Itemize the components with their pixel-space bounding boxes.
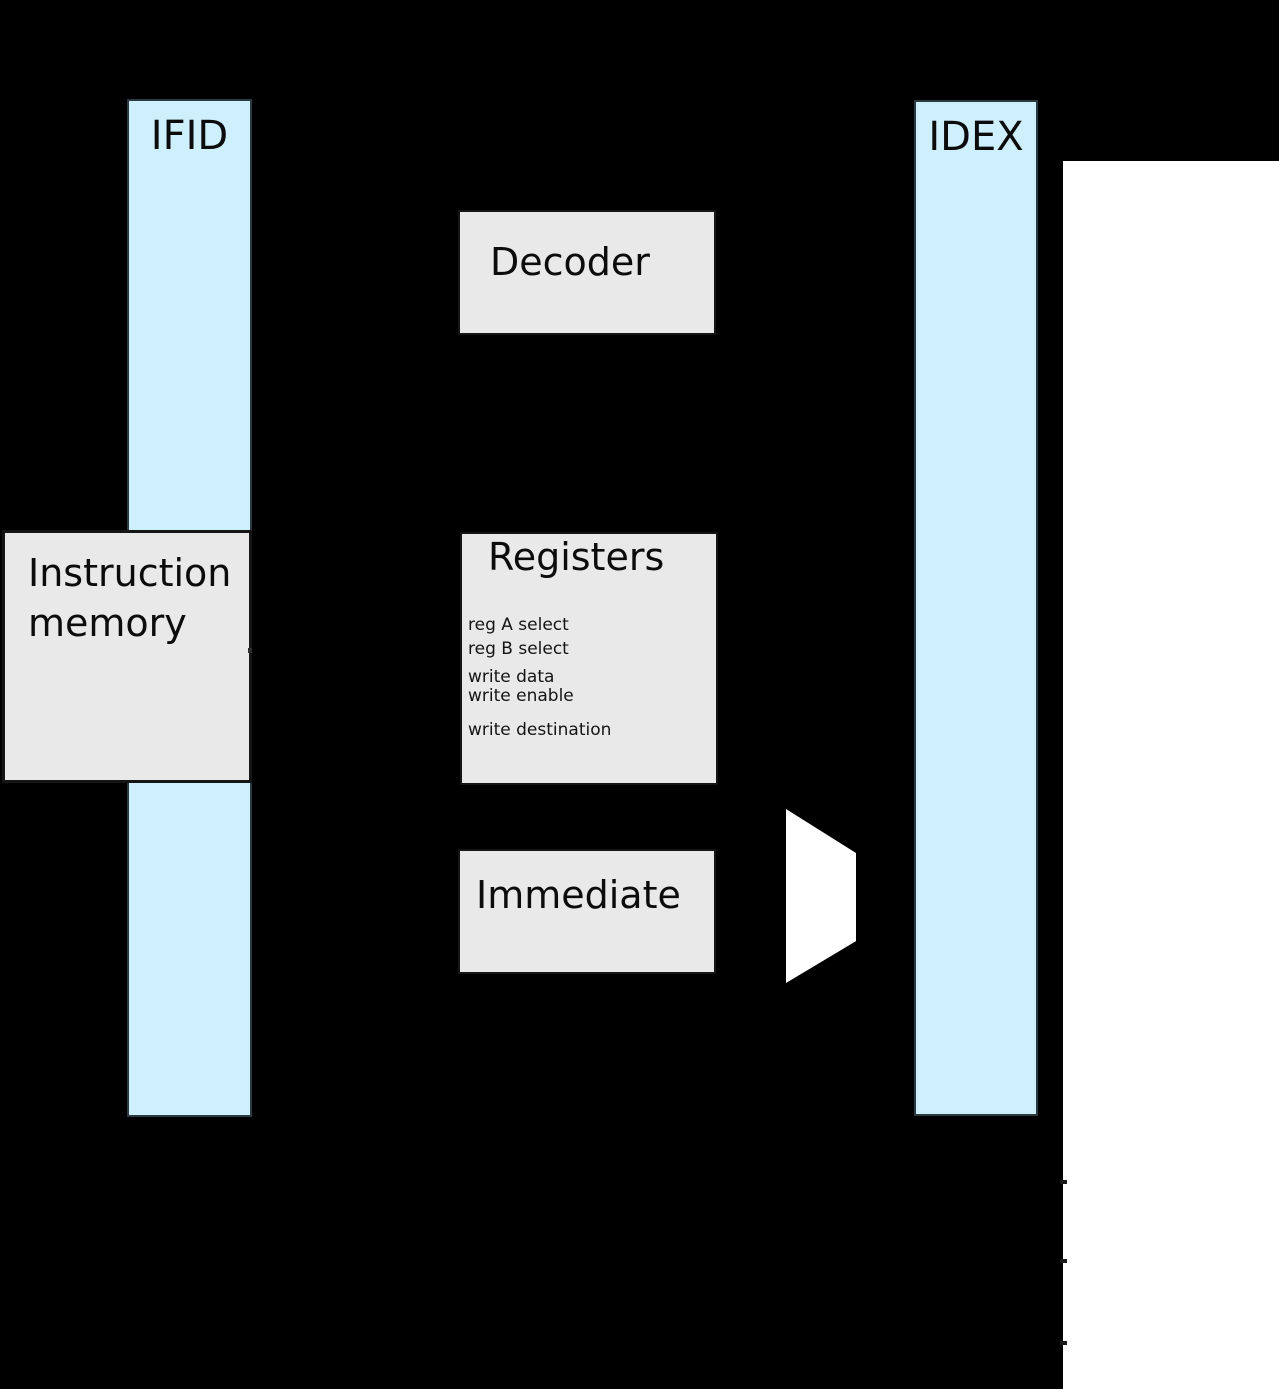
wire-stub-region-3 xyxy=(1060,1341,1067,1345)
port-reg-b-select: reg B select xyxy=(468,639,569,659)
port-write-data: write data xyxy=(468,667,555,687)
idex-label: IDEX xyxy=(928,114,1024,160)
instruction-memory-label-line1: Instruction xyxy=(28,551,232,595)
wire-stub-instruction-memory xyxy=(248,648,252,653)
mux-trapezoid-shape xyxy=(786,809,856,983)
wire-stub-region-2 xyxy=(1060,1259,1067,1263)
right-stage-region xyxy=(1063,161,1279,1389)
immediate-block: Immediate xyxy=(458,849,716,974)
port-write-destination: write destination xyxy=(468,720,612,740)
port-reg-a-select: reg A select xyxy=(468,615,569,635)
instruction-memory-label-line2: memory xyxy=(28,601,187,645)
registers-block: Registers reg A select reg B select writ… xyxy=(460,532,718,785)
idex-latch-bar: IDEX xyxy=(914,100,1038,1116)
instruction-memory-block: Instruction memory xyxy=(2,530,252,783)
wire-stub-region-1 xyxy=(1060,1180,1067,1184)
ifid-label: IFID xyxy=(150,113,229,159)
registers-title: Registers xyxy=(488,535,665,579)
decoder-block: Decoder xyxy=(458,210,716,335)
port-write-enable: write enable xyxy=(468,686,574,706)
decoder-label: Decoder xyxy=(490,240,650,284)
immediate-label: Immediate xyxy=(476,873,681,917)
